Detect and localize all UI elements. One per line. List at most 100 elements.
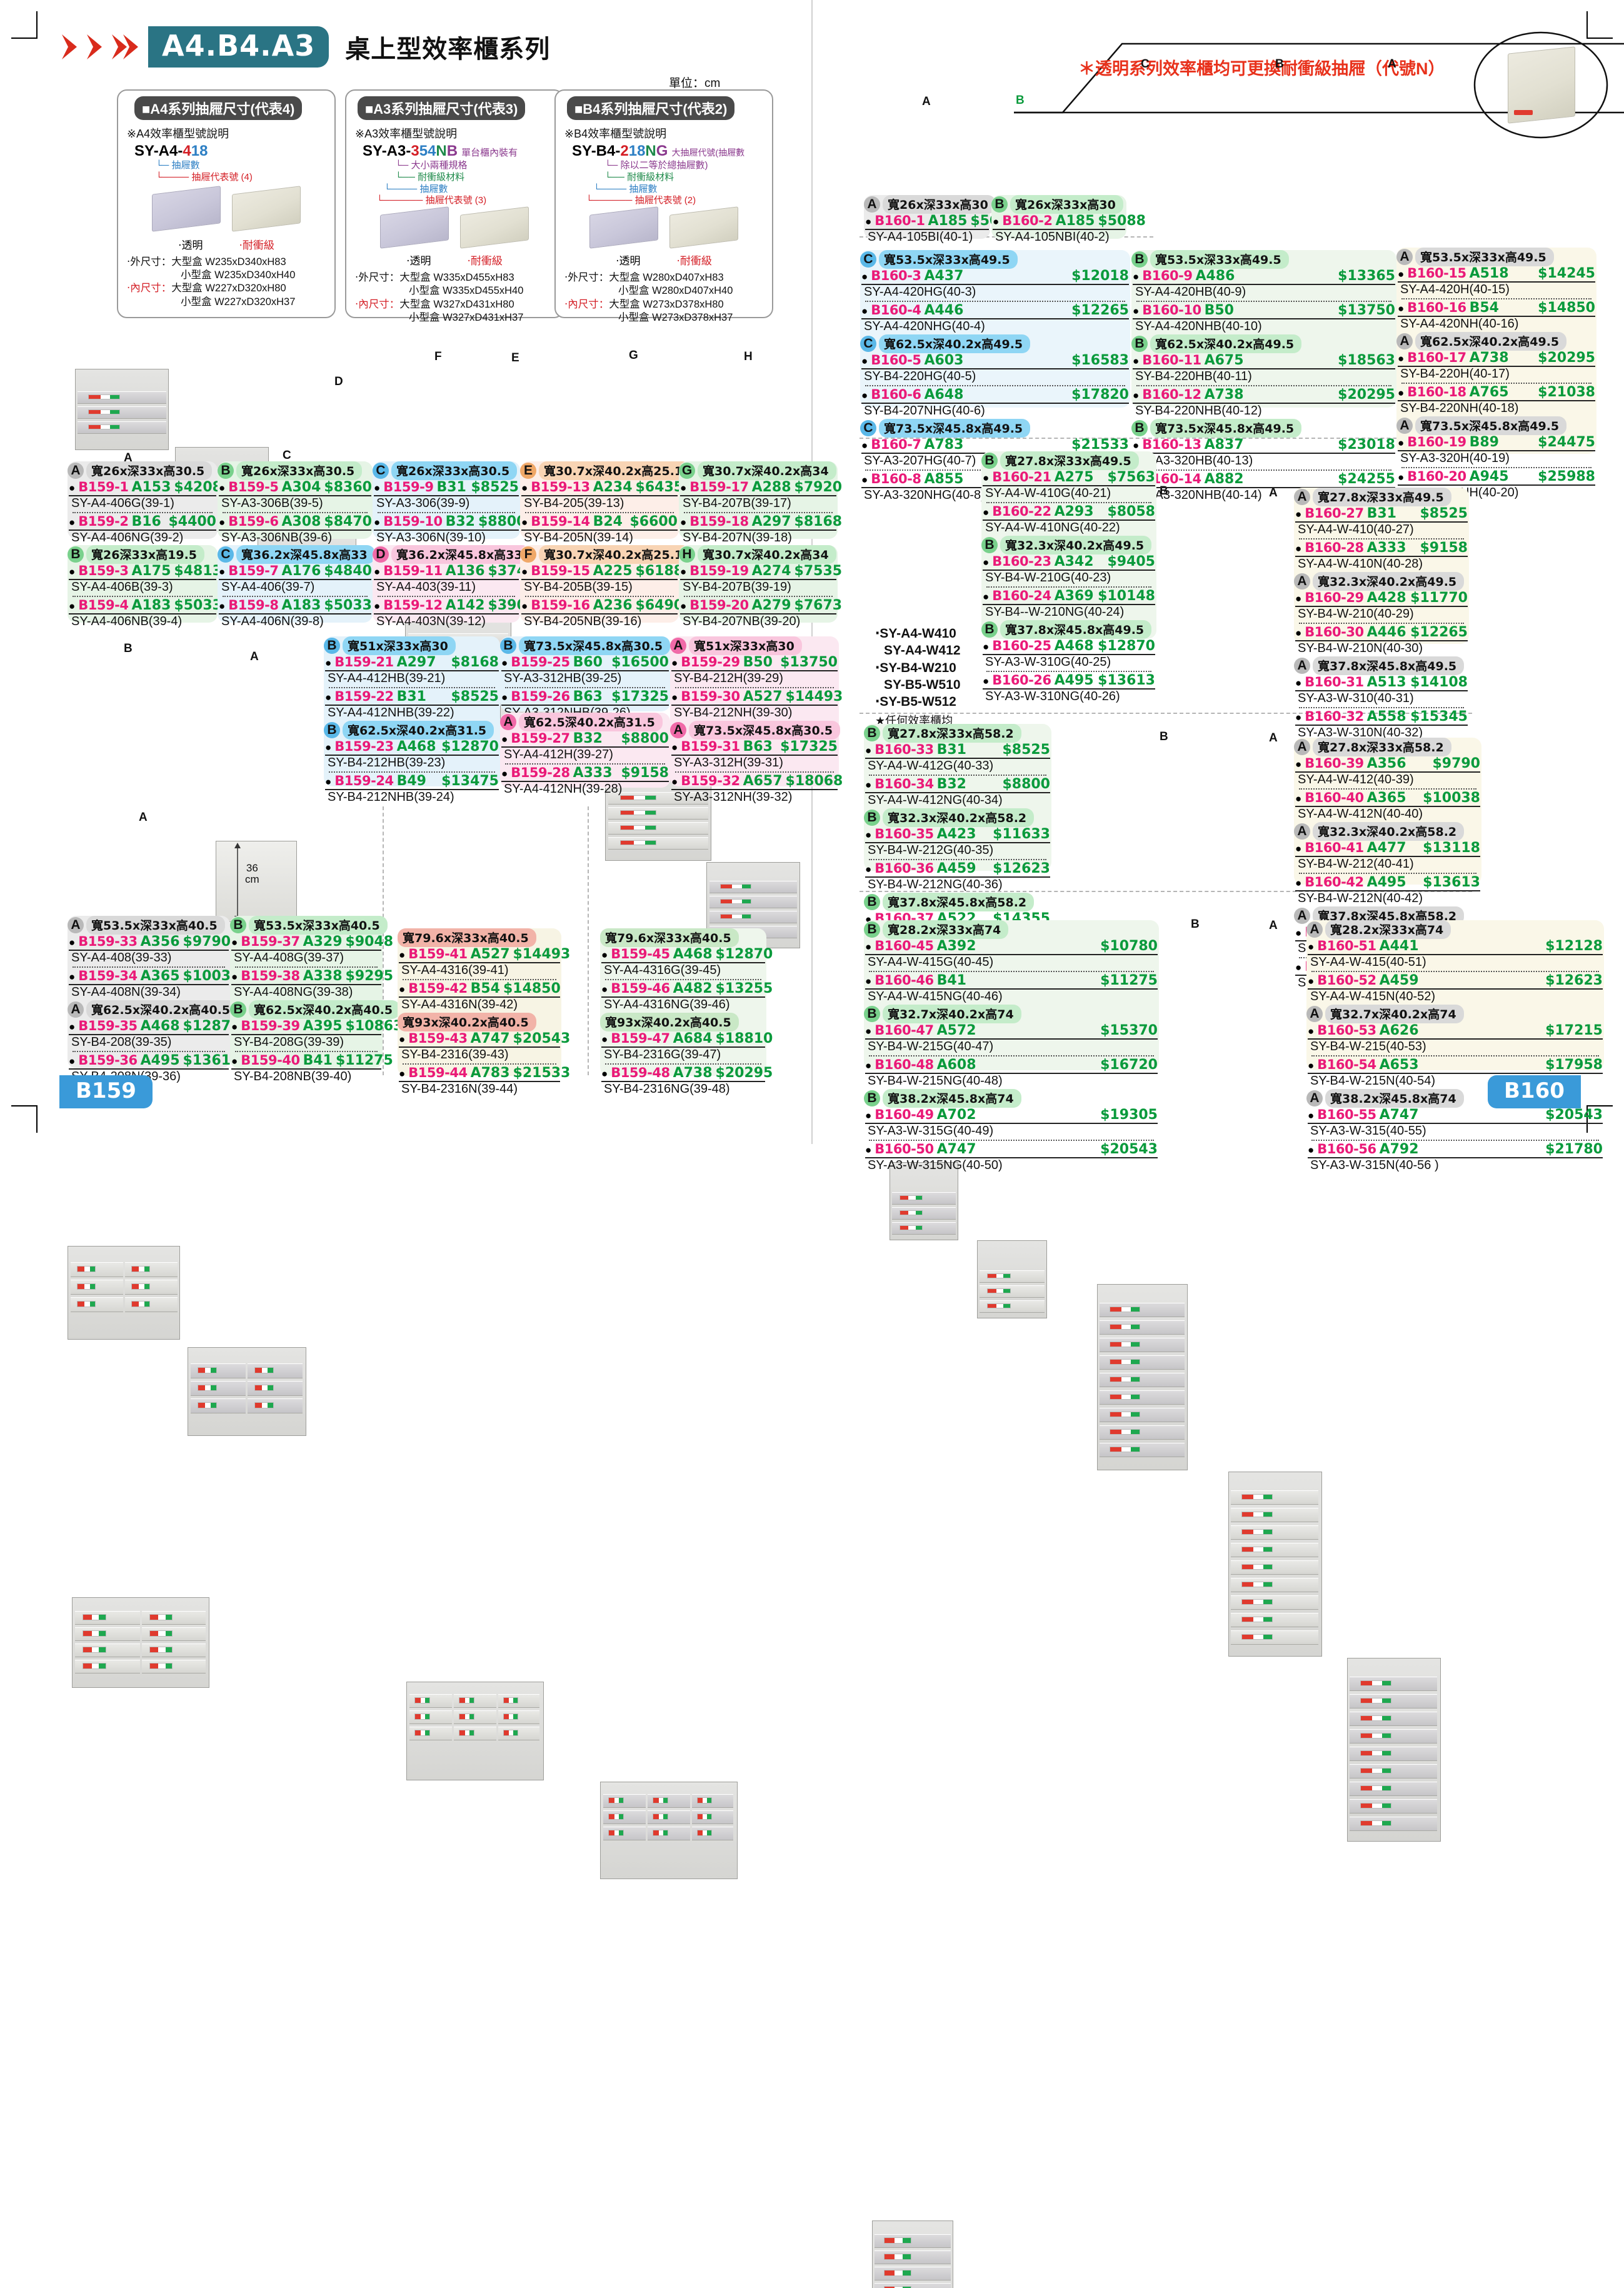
listing-card-R1[interactable]: A寬26x深33x高30●B160-1A185$5088SY-A4-105BI(… — [864, 195, 1018, 244]
